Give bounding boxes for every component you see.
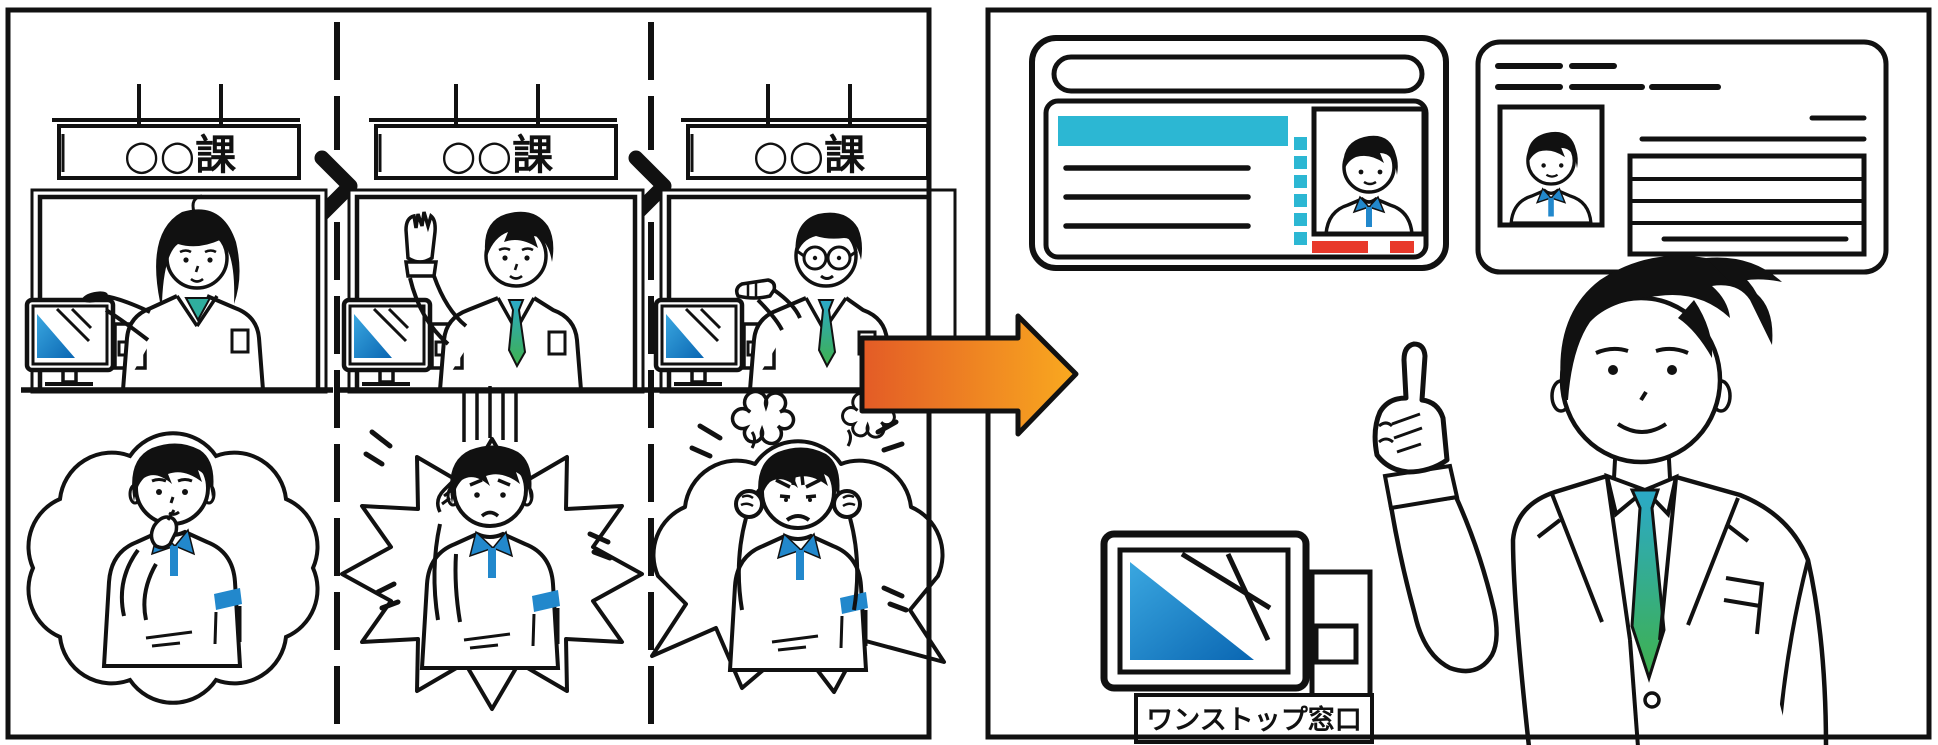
citizen-distressed-icon	[363, 386, 613, 670]
citizen-thinking-icon	[102, 441, 244, 668]
cyan-squares-column	[1294, 137, 1307, 245]
red-bar	[1390, 241, 1414, 253]
chest-pocket	[1723, 576, 1765, 635]
guide-man-pointing-icon	[1372, 255, 1829, 745]
scene-dividers	[334, 22, 654, 726]
text-placeholder-lines	[1063, 165, 1251, 229]
cyan-title-bar	[1058, 116, 1288, 146]
pointing-hand-icon	[1372, 341, 1450, 475]
chevron-right-icon	[628, 150, 672, 222]
hair	[1560, 255, 1773, 400]
clerk-man-waving-icon	[403, 211, 583, 391]
gloom-lines	[462, 386, 518, 442]
red-bar	[1312, 241, 1368, 253]
one-stop-panel: ワンストップ窓口	[1029, 35, 1889, 745]
emphasis-dashes	[689, 419, 909, 613]
big-right-arrow-icon	[859, 313, 1079, 437]
text-placeholder-dashes	[1495, 63, 1721, 90]
dept-sign-label: ○○課	[124, 131, 237, 179]
chevron-right-icon	[314, 150, 358, 222]
scene-counter-2: ○○課	[338, 84, 650, 711]
kiosk-label-plate	[1134, 693, 1374, 744]
raised-sleeve	[1388, 494, 1499, 674]
dept-sign: ○○課	[369, 84, 618, 180]
clerk-man-glasses-icon	[734, 212, 893, 391]
scene-counter-1: ○○課	[21, 84, 333, 705]
clerk-woman-icon	[82, 194, 265, 391]
old-way-panel: ○○課	[21, 22, 957, 726]
one-stop-terminal-icon: ワンストップ窓口	[1100, 530, 1374, 744]
dept-sign-label: ○○課	[441, 131, 554, 179]
tie	[1629, 488, 1666, 683]
citizen-angry-icon	[689, 389, 909, 672]
dept-sign: ○○課	[681, 84, 930, 180]
screen-logo-triangle	[1130, 562, 1254, 660]
waving-hand-icon	[404, 211, 437, 264]
emphasis-dashes	[363, 429, 613, 611]
id-card-with-photo-icon	[1029, 35, 1449, 271]
glasses-icon	[802, 245, 828, 271]
text-placeholder-lines	[1639, 115, 1867, 142]
dept-sign-label: ○○課	[753, 131, 866, 179]
dept-sign: ○○課	[52, 84, 301, 180]
certificate-with-photo-icon	[1475, 39, 1889, 275]
hand-on-terminal	[82, 291, 108, 303]
kiosk-label: ワンストップ窓口	[1146, 704, 1361, 736]
scene-counter-3: ○○課	[650, 84, 957, 694]
